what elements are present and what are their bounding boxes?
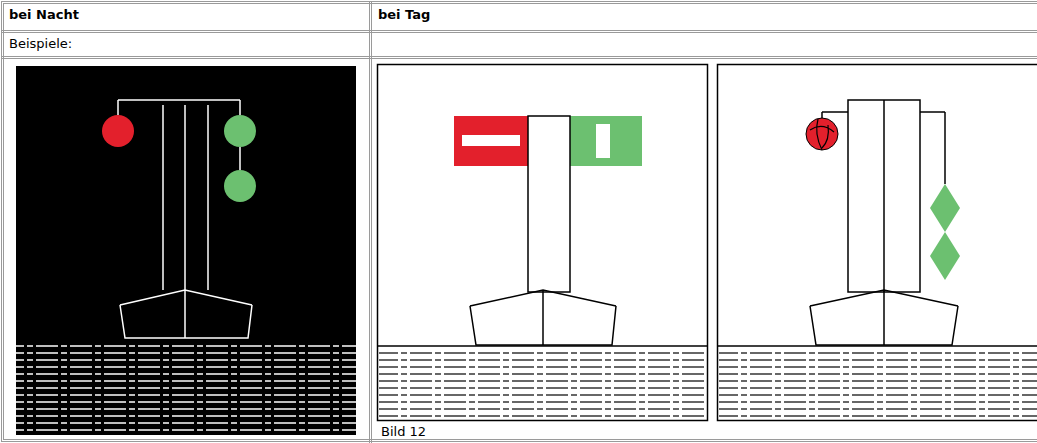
table-cell: Beispiele: [9,36,72,52]
table-header: bei Nacht [9,7,79,23]
day-signal-flags [378,65,708,421]
table-header: bei Tag [378,7,430,23]
night-signal [16,66,356,435]
figure-caption: Bild 12 [381,424,426,440]
day-signal-shapes [718,65,1037,421]
